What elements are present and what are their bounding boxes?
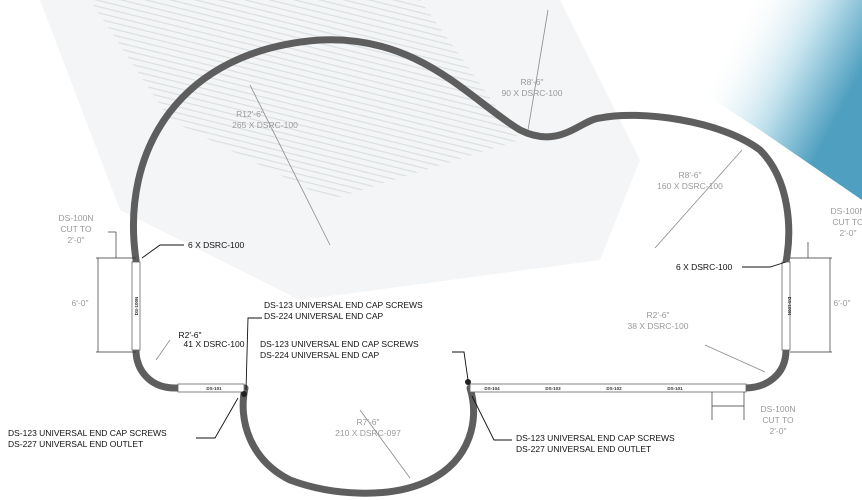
callout-lines [141,244,787,441]
right-bottom-rail [469,383,747,393]
radius-label: R2'-6" [178,330,201,340]
radius-leaders [155,9,766,479]
rail-outline [129,36,793,497]
segment-label: DS-100N [787,297,792,316]
segment-label: DS-100N [134,297,139,316]
count-label: 41 X DSRC-100 [184,339,245,349]
callout-text: DS-224 UNIVERSAL END CAP [264,311,384,321]
segment-label: DS-101 [206,386,222,391]
count-label: 160 X DSRC-100 [657,181,723,191]
radius-label: R7'-6" [356,417,379,427]
segment-label: DS-104 [484,386,500,391]
dimension-label: 6'-0" [72,298,89,308]
cut-label: DS-100N [761,404,796,414]
callout-text: DS-123 UNIVERSAL END CAP SCREWS [8,428,167,438]
cut-label: CUT TO [762,415,794,425]
dimension-label: 6'-0" [834,298,851,308]
cut-label: 2'-0" [770,426,787,436]
count-label: 38 X DSRC-100 [628,321,689,331]
cut-label: CUT TO [60,224,92,234]
radius-label: R2'-6" [646,310,669,320]
callout-text: DS-123 UNIVERSAL END CAP SCREWS [260,339,419,349]
callout-text: DS-123 UNIVERSAL END CAP SCREWS [264,300,423,310]
labels: R12'-6" 265 X DSRC-100 R8'-6" 90 X DSRC-… [8,77,862,454]
callout-text: DS-227 UNIVERSAL END OUTLET [516,444,651,454]
count-label: 210 X DSRC-097 [335,428,401,438]
dimension-lines [96,231,832,420]
segment-label: DS-102 [606,386,622,391]
water-corner [560,0,862,200]
cut-label: CUT TO [832,217,862,227]
end-cap-marker [241,391,247,397]
callout-text: DS-227 UNIVERSAL END OUTLET [8,439,143,449]
deck-texture [90,0,520,200]
radius-label: R8'-6" [520,77,543,87]
cut-label: DS-100N [831,206,862,216]
count-label: 265 X DSRC-100 [232,120,298,130]
radius-label: R12'-6" [236,109,264,119]
cut-label: 2'-0" [68,235,85,245]
count-label: 90 X DSRC-100 [502,88,563,98]
cut-label: DS-100N [59,213,94,223]
end-cap-marker [465,379,471,385]
radius-label: R8'-6" [678,170,701,180]
left-bottom-rail [177,383,245,393]
callout-text: DS-123 UNIVERSAL END CAP SCREWS [516,433,675,443]
cut-label: 2'-0" [840,228,857,238]
left-straight-rail [131,261,141,351]
straight-label: 6 X DSRC-100 [676,262,732,272]
straight-label: 6 X DSRC-100 [188,240,244,250]
segment-label: DS-103 [545,386,561,391]
segment-label: DS-101 [667,386,683,391]
callout-text: DS-224 UNIVERSAL END CAP [260,350,380,360]
